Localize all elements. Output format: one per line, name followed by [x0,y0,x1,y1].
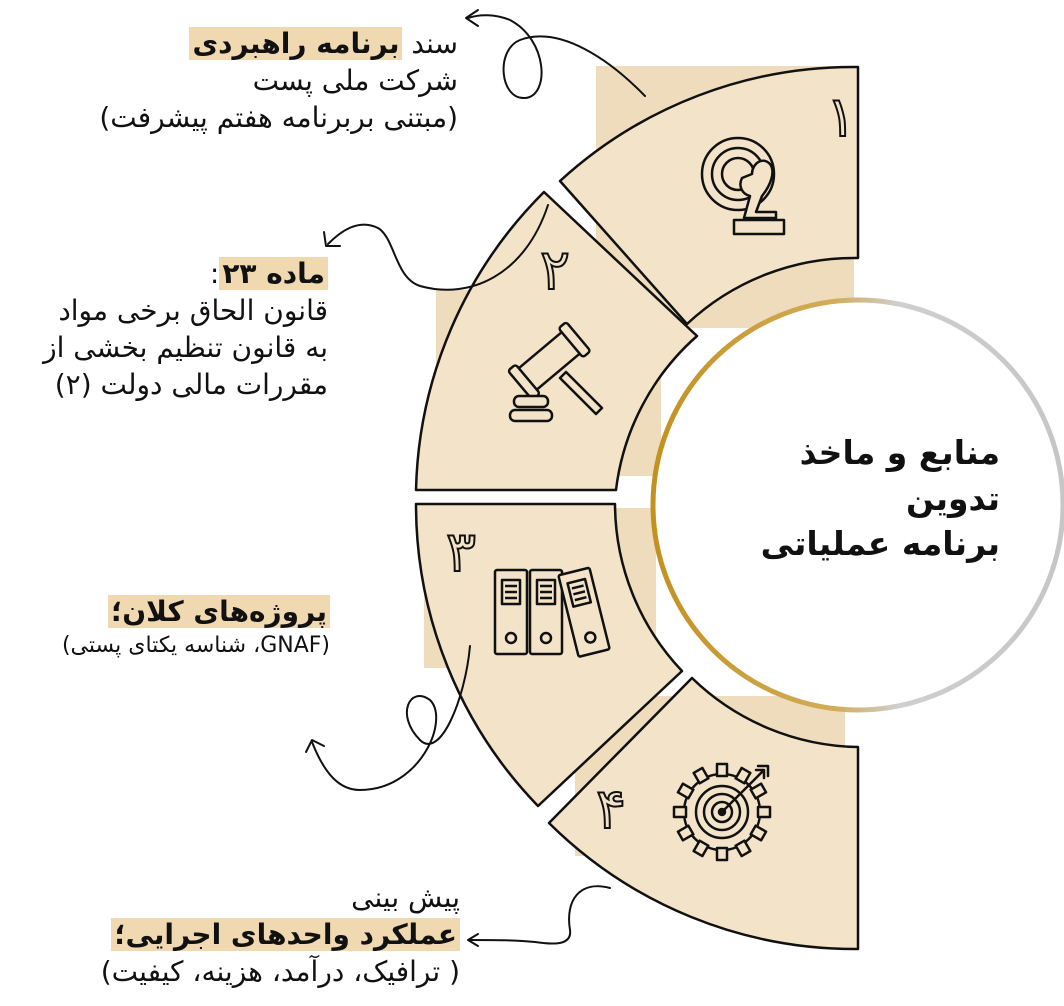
gear-tooth [734,839,752,858]
gear-tooth [676,782,695,800]
gavel-icon [507,321,604,423]
gear-tooth [734,766,752,785]
label-4-line-3: ( ترافیک، درآمد، هزینه، کیفیت) [100,954,460,988]
label-1-line-1: سند برنامه راهبردی [40,26,458,63]
label-item-4: پیش بینی عملکرد واحدهای اجرایی؛ ( ترافیک… [40,880,460,991]
gear-tooth [676,824,695,842]
label-2-line-1: ماده ۲۳: [6,256,328,293]
gear-target-icon [672,762,772,862]
center-title: منابع و ماخذ تدوین برنامه عملیاتی [700,430,1000,567]
center-title-line-2: تدوین [905,478,1000,518]
label-4-line-2: عملکرد واحدهای اجرایی؛ [40,917,460,954]
segment-number-2: ۲ [540,238,570,303]
arrow-4 [469,885,611,945]
segment-number-3: ۳ [446,520,476,585]
label-item-2: ماده ۲۳: قانون الحاق برخی مواد به قانون … [6,256,328,404]
gear-tooth [749,824,768,842]
label-1-highlight: برنامه راهبردی [189,27,403,60]
segment-number-1: ۱ [826,85,856,150]
label-item-1: سند برنامه راهبردی شرکت ملی پست (مبتنی ب… [40,26,458,137]
gear-tooth [715,846,729,862]
label-3-line-1: پروژه‌های کلان؛ [10,594,330,631]
label-4-highlight: عملکرد واحدهای اجرایی؛ [111,917,460,951]
label-item-3: پروژه‌های کلان؛ (GNAF، شناسه یکتای پستی) [10,594,330,660]
arrow-3 [311,645,471,791]
label-1-line-2: شرکت ملی پست [252,63,458,97]
label-2-line-3: به قانون تنظیم بخشی از [43,330,328,364]
center-title-line-1: منابع و ماخذ [799,433,1000,472]
label-2-line-4: مقررات مالی دولت (۲) [54,367,328,401]
connector-arrows [305,9,646,947]
chess-knight-target-icon [700,136,786,236]
gear-tooth [749,782,768,800]
label-3-line-2: (GNAF، شناسه یکتای پستی) [61,632,330,658]
arrow-1 [467,14,646,100]
gear-tooth [672,805,688,819]
binders-icon [493,566,611,658]
center-circle [650,297,1064,713]
gear-tooth [715,762,729,778]
center-title-line-3: برنامه عملیاتی [760,524,1000,564]
gear-tooth [756,805,772,819]
gear-tooth [692,839,710,858]
label-2-line-2: قانون الحاق برخی مواد [58,293,328,327]
label-1-line-3: (مبتنی بربرنامه هفتم پیشرفت) [99,100,458,134]
label-2-highlight: ماده ۲۳ [219,257,328,290]
arrow-2 [327,204,549,291]
segment-number-4: ۴ [596,777,626,842]
label-4-line-1: پیش بینی [351,881,460,914]
label-3-highlight: پروژه‌های کلان؛ [108,595,330,628]
gear-tooth [692,766,710,785]
